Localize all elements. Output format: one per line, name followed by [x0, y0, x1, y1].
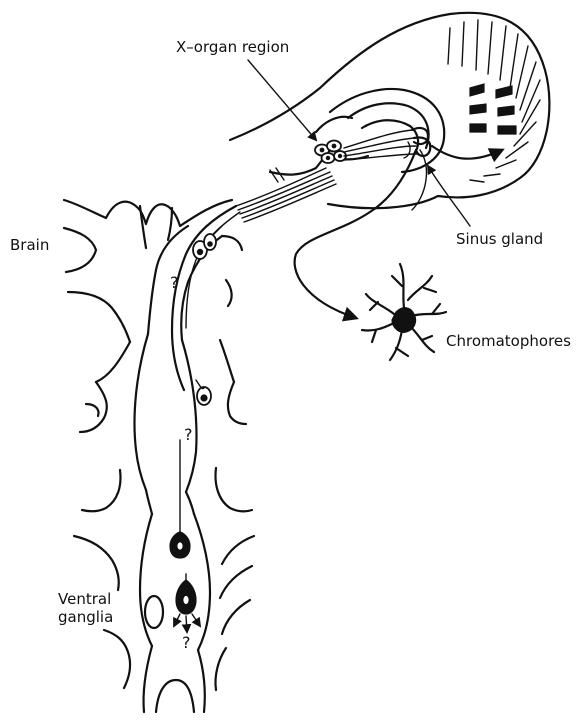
label-chromatophores: Chromatophores: [446, 332, 571, 350]
left-connective-curl: [86, 404, 99, 416]
label-ganglia: ganglia: [58, 608, 113, 626]
ventral-right-lobe-2: [222, 536, 254, 564]
brain-cells: [193, 226, 222, 259]
label-ventral: Ventral: [58, 590, 111, 608]
unknown-connective-marker: ?: [184, 425, 193, 444]
ventral-bottom-arch: [156, 680, 194, 712]
x-organ-cells: [315, 141, 346, 164]
label-brain: Brain: [10, 236, 49, 254]
brain-cleft: [140, 206, 172, 248]
central-loop-left: [135, 334, 149, 490]
left-connective-outer: [80, 382, 107, 432]
brain-lower-lobe-right: [220, 340, 234, 382]
ventral-right-lobe-4: [222, 600, 250, 634]
ventral-left-lobe-1: [82, 470, 120, 511]
central-loop-right: [182, 340, 196, 492]
ventral-connective-left: [146, 490, 152, 514]
brain: [64, 200, 242, 390]
label-x-organ: X–organ region: [176, 38, 289, 56]
right-connective-outer: [228, 382, 246, 424]
optic-nerve-fibers: [236, 168, 336, 222]
sinus-to-chromatophore-arrow: [295, 150, 416, 318]
ventral-left-lobe-2: [74, 536, 119, 590]
ventral-connective-right: [186, 492, 194, 514]
ventral-left-lobe-3: [104, 630, 130, 688]
ventral-left-oval: [145, 596, 163, 628]
brain-outline-left: [64, 228, 96, 272]
pathway-arrows: [248, 60, 502, 318]
connective-cell: [196, 380, 211, 405]
unknown-ventral-marker: ?: [182, 633, 191, 652]
label-sinus-gland: Sinus gland: [456, 230, 543, 248]
ventral-right-lobe-3: [220, 566, 252, 598]
ventral-cells: [170, 440, 196, 614]
brain-lower-lobe-left: [96, 342, 130, 382]
optic-lobe-middle: [348, 103, 429, 148]
ventral-bottom-loop: [143, 646, 204, 712]
ventral-right-wall: [194, 514, 210, 650]
sinus-gland: [404, 128, 430, 158]
brain-outline-left-lower: [68, 292, 130, 342]
sinus-gland-pointer-arrow: [428, 166, 470, 226]
ventral-release-arrows: [174, 614, 200, 632]
ventral-right-lobe-1: [216, 468, 252, 511]
brain-outline-top: [64, 200, 232, 226]
ventral-right-lobe-5: [215, 648, 226, 690]
unknown-brain-marker: ?: [170, 273, 179, 292]
retinal-rods: [470, 84, 516, 134]
chromatophore-cell: [362, 264, 446, 360]
brain-nerve-loop: [172, 206, 236, 390]
brain-right-contour: [222, 236, 242, 306]
connectives: [80, 334, 246, 492]
